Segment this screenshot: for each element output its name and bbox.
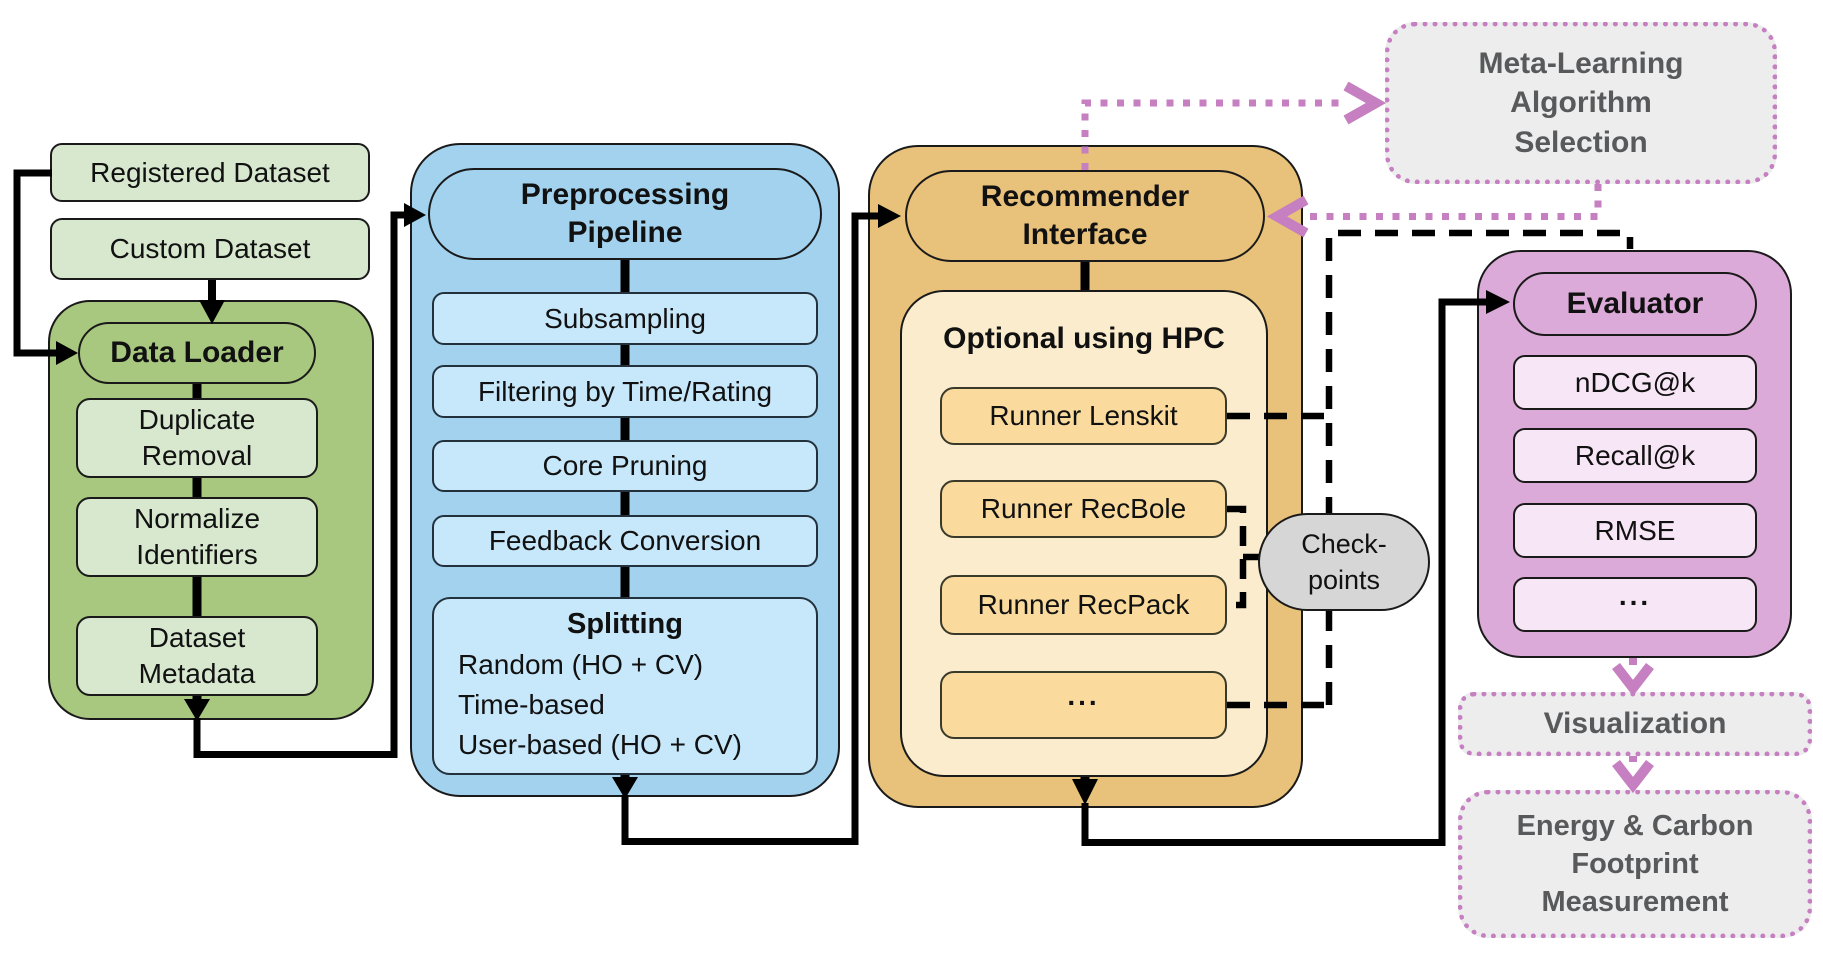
energy-line3: Measurement [1541,886,1729,919]
metric-recall-label: Recall@k [1574,439,1696,471]
runner-recpack-box: Runner RecPack [940,575,1227,635]
hpc-label: Optional using HPC [943,322,1225,355]
visualization-box: Visualization [1458,692,1812,756]
normalize-line2: Identifiers [136,539,258,570]
data-loader-pill: Data Loader [78,322,316,384]
custom-dataset-label: Custom Dataset [109,233,311,265]
recommender-title-line2: Interface [1022,218,1148,251]
runner-more-box: ... [940,671,1227,739]
runner-recbole-label: Runner RecBole [980,493,1187,525]
runner-lenskit-label: Runner Lenskit [989,400,1178,432]
meta-learning-box: Meta-Learning Algorithm Selection [1385,22,1777,184]
splitting-method-user: User-based (HO + CV) [458,728,742,760]
metadata-line2: Metadata [138,658,256,689]
custom-dataset-box: Custom Dataset [50,218,370,280]
metric-rmse-label: RMSE [1594,514,1676,546]
recommender-pill: Recommender Interface [905,170,1265,262]
evaluator-pill: Evaluator [1513,272,1757,336]
subsampling-label: Subsampling [544,302,706,334]
meta-learning-line2: Algorithm [1510,86,1652,120]
metric-ndcg-box: nDCG@k [1513,355,1757,410]
normalize-identifiers-box: Normalize Identifiers [76,497,318,577]
chevron-visualization-head [1612,662,1654,697]
feedback-conversion-box: Feedback Conversion [432,515,818,567]
registered-dataset-label: Registered Dataset [90,156,330,188]
preprocessing-pill: Preprocessing Pipeline [428,168,822,260]
checkpoints-ellipse: Check- points [1258,513,1430,611]
metadata-line1: Dataset [148,622,246,654]
evaluator-title: Evaluator [1566,286,1704,320]
normalize-line1: Normalize [133,503,261,535]
filtering-box: Filtering by Time/Rating [432,365,818,418]
metric-more-box: ... [1513,577,1757,632]
core-pruning-box: Core Pruning [432,440,818,492]
subsampling-box: Subsampling [432,292,818,345]
dataset-metadata-box: Dataset Metadata [76,616,318,696]
energy-carbon-box: Energy & Carbon Footprint Measurement [1458,790,1812,938]
splitting-title: Splitting [567,608,683,640]
meta-learning-line3: Selection [1514,125,1648,159]
runner-recbole-box: Runner RecBole [940,480,1227,538]
splitting-method-time: Time-based [458,688,605,720]
registered-dataset-box: Registered Dataset [50,143,370,202]
runner-more-label: ... [1067,680,1100,712]
metric-recall-box: Recall@k [1513,428,1757,483]
duplicate-removal-box: Duplicate Removal [76,398,318,478]
metric-more-label: ... [1618,579,1652,611]
visualization-label: Visualization [1543,707,1727,741]
filtering-label: Filtering by Time/Rating [477,375,773,407]
meta-learning-line1: Meta-Learning [1478,46,1684,80]
metric-ndcg-label: nDCG@k [1574,366,1696,398]
energy-line1: Energy & Carbon [1516,809,1754,842]
preprocessing-title-line1: Preprocessing [520,177,730,211]
chevron-energy-head [1612,759,1654,794]
data-loader-title: Data Loader [110,335,284,369]
duplicate-removal-line1: Duplicate [138,404,256,436]
recommender-title-line1: Recommender [980,179,1190,213]
splitting-method-random: Random (HO + CV) [458,649,704,680]
energy-line2: Footprint [1571,847,1699,880]
metric-rmse-box: RMSE [1513,503,1757,558]
runner-recpack-label: Runner RecPack [977,589,1190,621]
core-pruning-label: Core Pruning [542,450,708,482]
dotted-meta-to-recommender [1306,184,1602,220]
feedback-conversion-label: Feedback Conversion [488,525,762,557]
checkpoints-line2: points [1307,565,1381,595]
duplicate-removal-line2: Removal [141,440,253,471]
splitting-methods: Random (HO + CV) Time-based User-based (… [458,645,808,764]
preprocessing-title-line2: Pipeline [567,216,683,249]
checkpoints-line1: Check- [1301,528,1387,559]
chevron-meta-head [1343,81,1387,125]
runner-lenskit-box: Runner Lenskit [940,387,1227,445]
